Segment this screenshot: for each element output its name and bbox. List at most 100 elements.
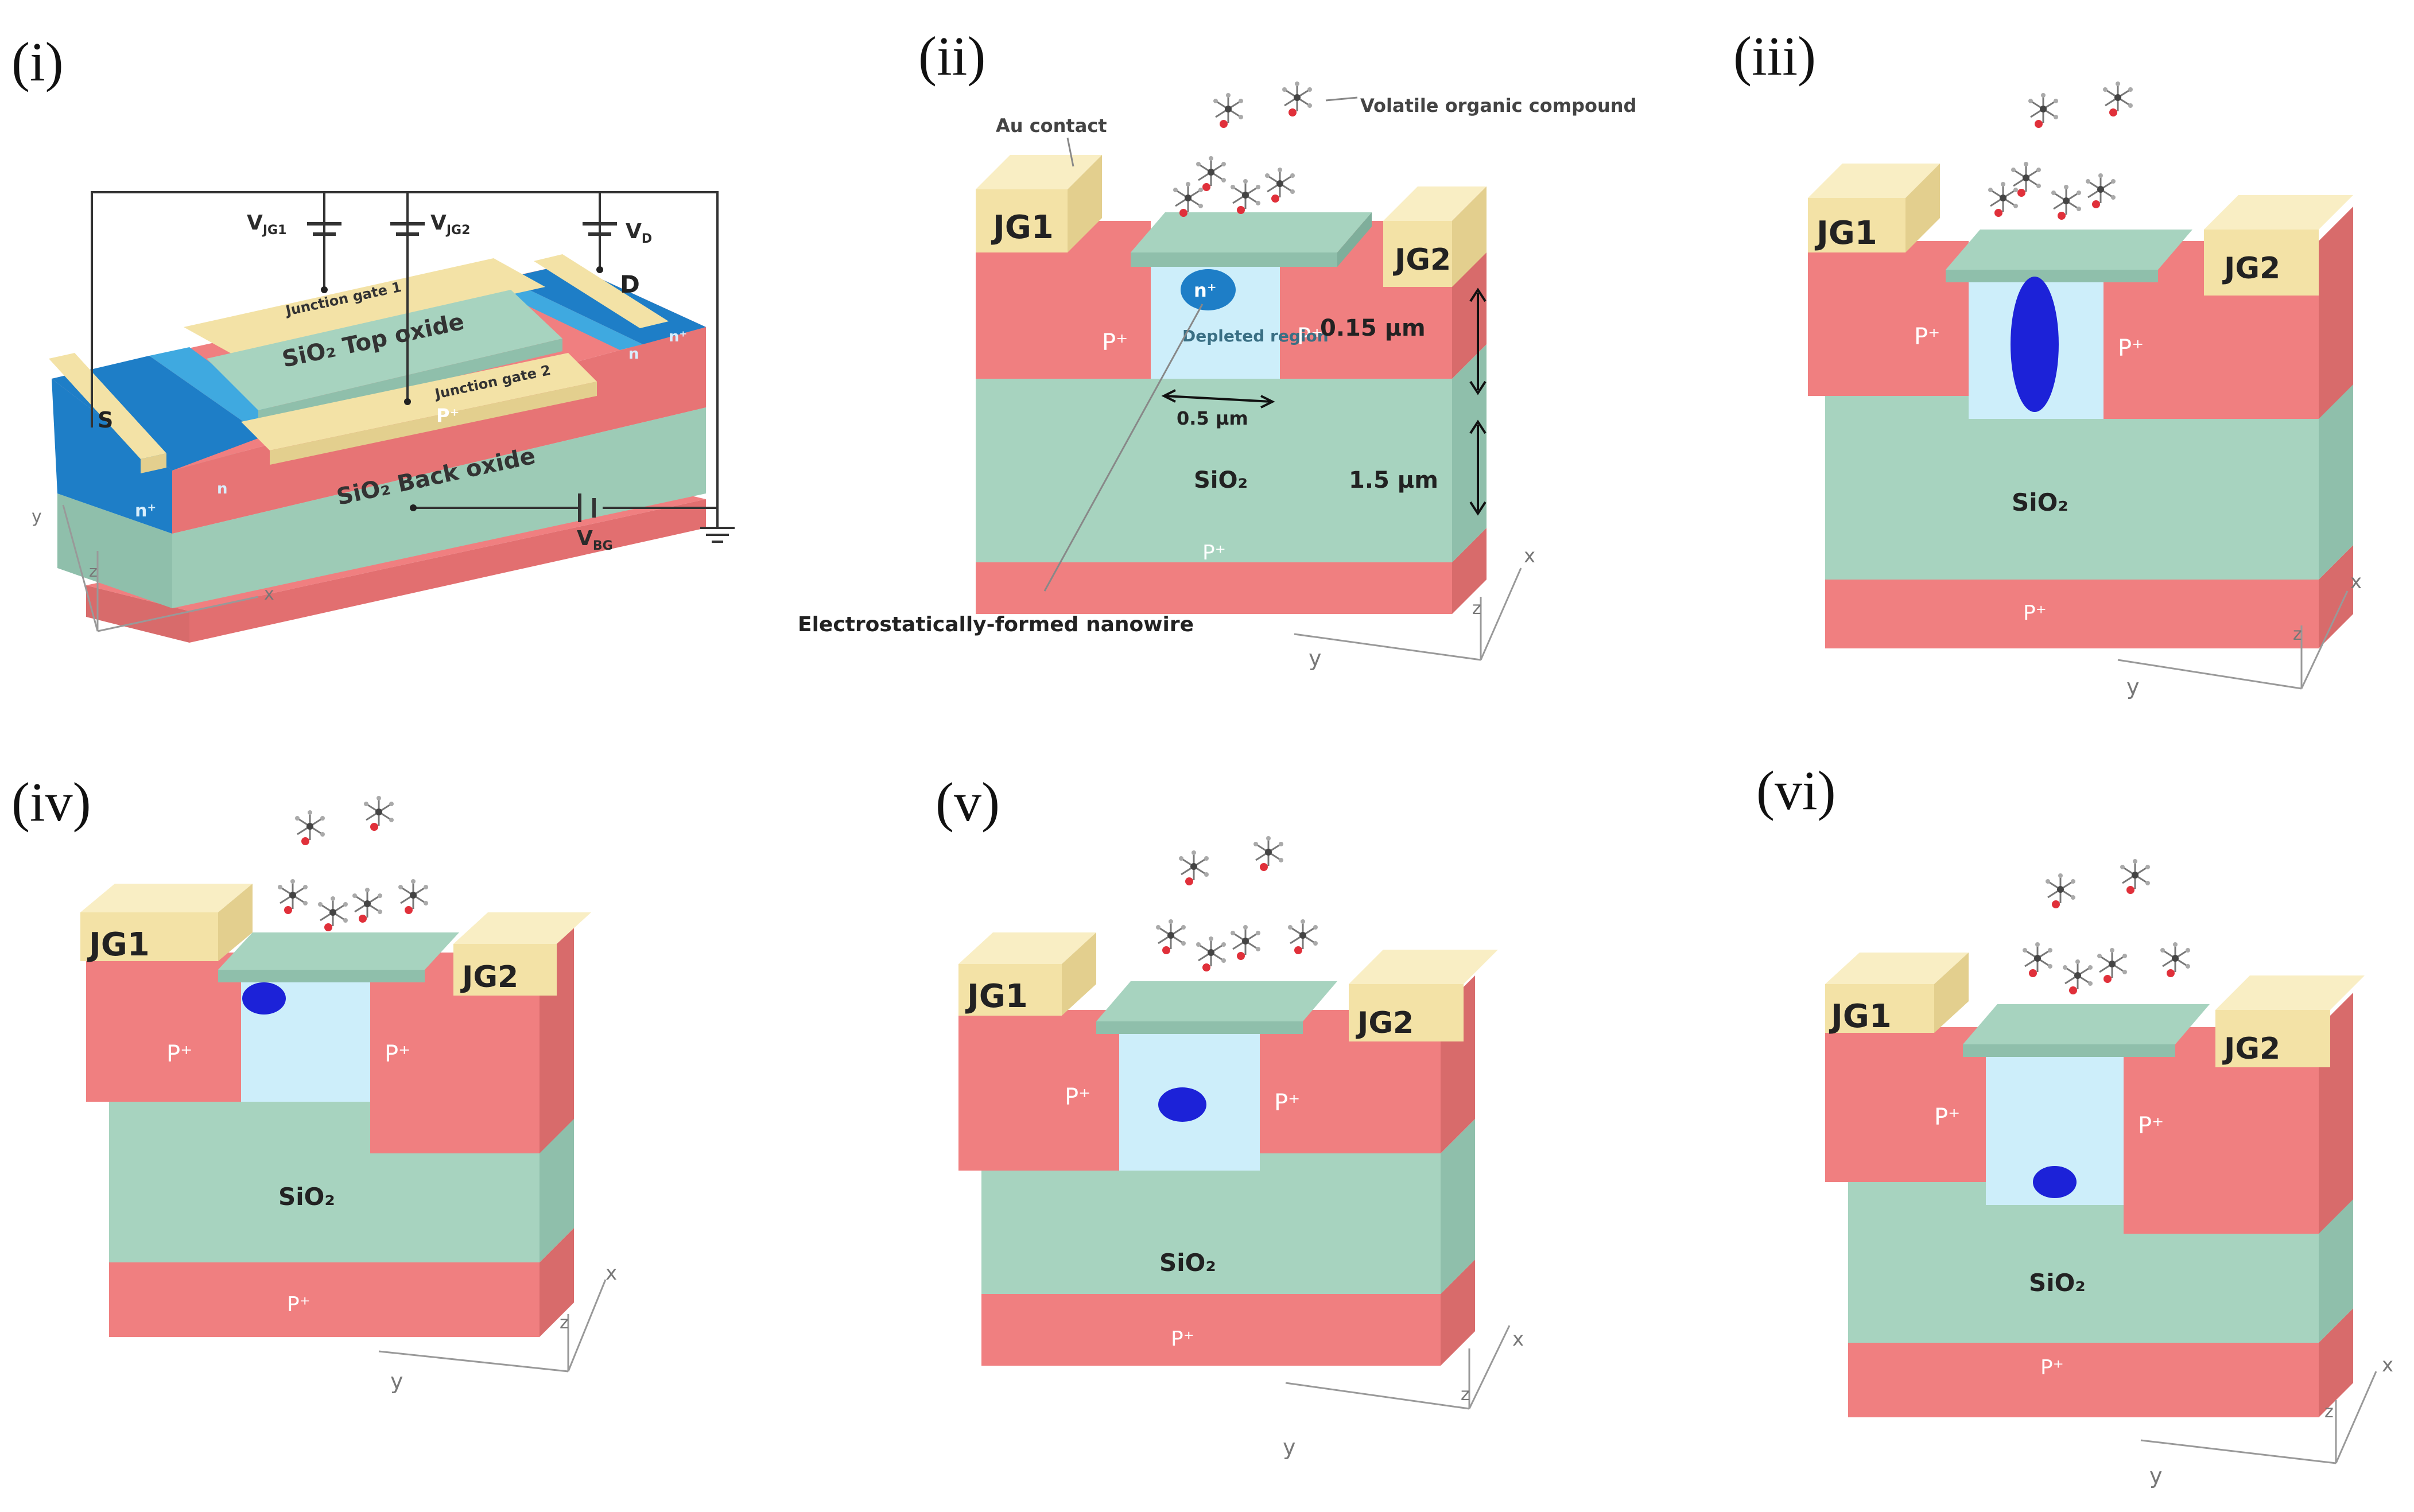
axis-label-z-iii: z xyxy=(2293,624,2302,644)
label-jg2-vi: JG2 xyxy=(2222,1032,2280,1066)
axis-label-x-v: x xyxy=(1512,1328,1524,1351)
label-p-plus-bottom-v: P⁺ xyxy=(1171,1327,1194,1351)
jg2-contact xyxy=(1383,221,1452,287)
panel-label-vi: (vi) xyxy=(1756,760,1836,821)
label-p-plus-left-ii: P⁺ xyxy=(1102,329,1128,356)
axis-label-y-iii: y xyxy=(2126,674,2140,699)
label-p-plus-bottom-iii: P⁺ xyxy=(2023,601,2047,625)
label-sio2-iii: SiO₂ xyxy=(2012,488,2068,516)
label-p-plus-bottom-vi: P⁺ xyxy=(2040,1356,2064,1379)
label-sio2-ii: SiO₂ xyxy=(1194,467,1248,493)
label-p-plus-bottom-ii: P⁺ xyxy=(1202,541,1226,565)
label-n-source: n xyxy=(217,480,228,497)
axis-label-y-iv: y xyxy=(390,1369,403,1394)
label-n-plus-drain: n⁺ xyxy=(669,328,687,345)
axis-label-z-v: z xyxy=(1461,1385,1470,1405)
axis-label-z-vi: z xyxy=(2324,1402,2334,1422)
circuit-wires xyxy=(91,191,719,528)
axis-label-x-ii: x xyxy=(1524,545,1535,568)
substrate-left xyxy=(86,585,189,643)
label-p-plus: P⁺ xyxy=(436,405,459,426)
label-p-plus-right-vi: P⁺ xyxy=(2138,1113,2164,1139)
panel-label-i: (i) xyxy=(11,31,64,92)
axis-label-y-ii: y xyxy=(1309,646,1322,671)
label-jg2-ii: JG2 xyxy=(1393,243,1451,277)
axis-label-y-v: y xyxy=(1283,1435,1296,1460)
panel-vi: (vi) JG1 JG2 P⁺ P⁺ SiO₂ P⁺ y xyxy=(1756,760,2393,1488)
label-jg2-v: JG2 xyxy=(1356,1006,1414,1040)
label-p-plus-right-iii: P⁺ xyxy=(2118,335,2144,362)
label-vjg2: VJG2 xyxy=(430,211,470,238)
panel-label-iii: (iii) xyxy=(1733,25,1816,87)
label-vjg1: VJG1 xyxy=(247,211,286,238)
panel-ii: (ii) n⁺ xyxy=(798,25,1636,671)
axis-label-x-i: x xyxy=(264,584,274,604)
jg1-contact xyxy=(976,189,1068,252)
source-n-region xyxy=(52,356,264,471)
drain-n-light xyxy=(482,278,643,350)
voc-molecules-ii xyxy=(1172,80,1313,218)
junction-gate-2 xyxy=(241,353,597,450)
ground-icon xyxy=(700,519,735,543)
label-source: S xyxy=(98,407,113,433)
label-p-plus-left-v: P⁺ xyxy=(1065,1084,1090,1110)
label-n-plus-ii: n⁺ xyxy=(1194,279,1217,301)
p-substrate-front xyxy=(976,562,1452,614)
panel-label-ii: (ii) xyxy=(918,25,985,87)
label-p-plus-left-vi: P⁺ xyxy=(1934,1104,1960,1130)
panel-v: (v) JG1 JG2 P⁺ P⁺ SiO₂ P⁺ y xyxy=(936,771,1524,1460)
axis-label-z-ii: z xyxy=(1472,598,1481,619)
label-p-plus-left-iii: P⁺ xyxy=(1914,324,1940,350)
panel-iv: (iv) JG1 JG2 P⁺ P⁺ SiO₂ P⁺ y xyxy=(11,771,617,1394)
label-jg2-iv: JG2 xyxy=(460,960,518,994)
panel-label-iv: (iv) xyxy=(11,771,91,833)
label-dim-15: 1.5 μm xyxy=(1349,467,1438,493)
axis-label-y-vi: y xyxy=(2149,1463,2163,1488)
top-oxide xyxy=(207,290,562,410)
label-n-drain: n xyxy=(628,345,639,363)
label-vbg: VBG xyxy=(577,527,613,553)
axis-label-y-i: y xyxy=(32,507,42,527)
panel-label-v: (v) xyxy=(936,771,1000,833)
back-oxide-left xyxy=(57,493,172,608)
label-dim-015: 0.15 μm xyxy=(1320,315,1426,341)
label-dim-05: 0.5 μm xyxy=(1177,407,1248,429)
label-p-plus-right-iv: P⁺ xyxy=(385,1041,410,1067)
nanowire-iii xyxy=(2011,277,2059,412)
label-p-plus-bottom-iv: P⁺ xyxy=(287,1293,311,1316)
label-sio2-v: SiO₂ xyxy=(1159,1249,1216,1277)
junction-gate-1 xyxy=(184,258,545,356)
label-p-plus-right-v: P⁺ xyxy=(1274,1090,1300,1116)
dimension-arrows-ii xyxy=(1161,287,1487,516)
axis-label-x-vi: x xyxy=(2382,1354,2393,1377)
depletion-region-vi xyxy=(1986,1044,2124,1205)
label-sio2-vi: SiO₂ xyxy=(2029,1269,2086,1297)
panel-i: (i) xyxy=(11,31,735,643)
drain-contact xyxy=(534,254,669,328)
axis-label-z-i: z xyxy=(89,562,98,581)
label-vd: VD xyxy=(626,220,652,246)
substrate-right xyxy=(189,499,706,643)
axis-label-x-iv: x xyxy=(606,1262,617,1285)
label-jg1-iii: JG1 xyxy=(1814,215,1877,252)
label-p-plus-right-ii: P⁺ xyxy=(1297,324,1323,350)
nanowire-v xyxy=(1158,1087,1206,1122)
leader-lines-ii xyxy=(1043,96,1358,592)
source-n-side xyxy=(52,379,172,534)
label-jg1-iv: JG1 xyxy=(87,926,150,963)
nanowire-iv xyxy=(242,982,286,1015)
label-voc: Volatile organic compound xyxy=(1360,95,1636,116)
label-jg2-iii: JG2 xyxy=(2222,251,2280,286)
label-nanowire: Electrostatically-formed nanowire xyxy=(798,613,1194,636)
label-drain: D xyxy=(620,270,640,298)
label-jg1-v: JG1 xyxy=(965,978,1028,1015)
label-depleted-region: Depleted region xyxy=(1182,327,1329,345)
n-plus-channel xyxy=(1181,269,1236,310)
label-jg1-ii: JG1 xyxy=(991,209,1054,246)
axes-ii xyxy=(1294,568,1522,661)
label-au-contact: Au contact xyxy=(996,115,1107,137)
top-oxide-ii xyxy=(1131,212,1372,252)
label-sio2-iv: SiO₂ xyxy=(278,1183,335,1211)
label-jg1-vi: JG1 xyxy=(1829,998,1892,1035)
